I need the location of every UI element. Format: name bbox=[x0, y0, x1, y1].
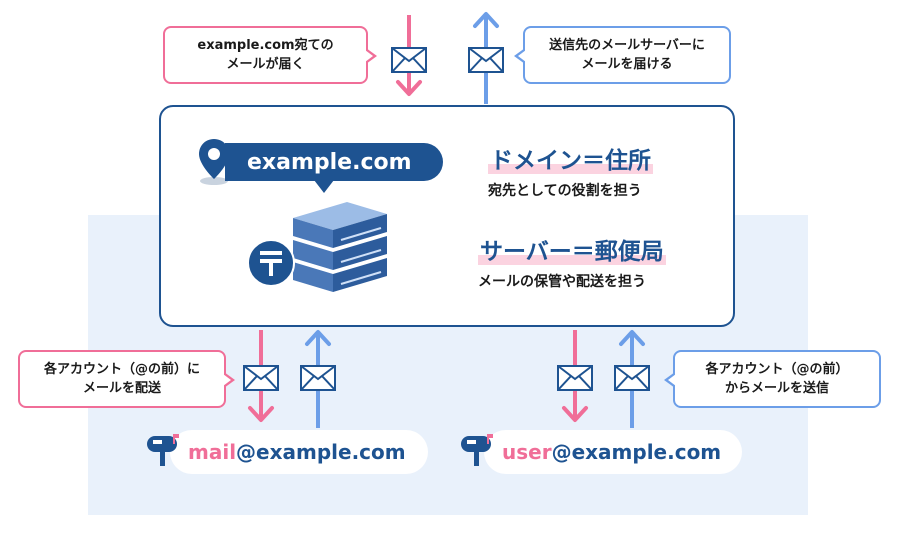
server-icon bbox=[293, 202, 387, 292]
bubble-incoming-mail: example.com宛ての メールが届く bbox=[163, 26, 377, 84]
bubble-deliver-accounts: 各アカウント（@の前）に メールを配送 bbox=[18, 350, 235, 408]
envelope-icon bbox=[557, 365, 593, 391]
address-user: user@example.com bbox=[484, 430, 742, 474]
address-mail: mail@example.com bbox=[170, 430, 428, 474]
bubble-line: 各アカウント（@の前） bbox=[705, 362, 849, 377]
domain-label: example.com bbox=[225, 143, 443, 181]
envelope-icon bbox=[300, 365, 336, 391]
envelope-icon bbox=[468, 47, 504, 73]
map-pin-icon bbox=[199, 139, 229, 185]
address-domain-part: @example.com bbox=[236, 440, 406, 464]
server-heading-text: サーバー＝郵便局 bbox=[478, 239, 666, 265]
domain-heading: ドメイン＝住所 bbox=[488, 141, 653, 175]
address-domain-part: @example.com bbox=[551, 440, 722, 464]
bubble-line: 送信先のメールサーバーに bbox=[549, 38, 705, 53]
bubble-send-accounts: 各アカウント（@の前） からメールを送信 bbox=[664, 350, 881, 408]
address-local-part: user bbox=[502, 440, 552, 464]
mailbox-icon bbox=[461, 434, 493, 466]
bubble-line: からメールを送信 bbox=[724, 381, 829, 396]
domain-pill-tail bbox=[314, 180, 334, 193]
domain-text: example.com bbox=[247, 149, 412, 175]
envelope-icon bbox=[391, 47, 427, 73]
server-description: メールの保管や配送を担う bbox=[478, 274, 646, 290]
bubble-line: メールを配送 bbox=[82, 381, 161, 396]
domain-description: 宛先としての役割を担う bbox=[488, 183, 642, 199]
postal-mark-icon bbox=[247, 239, 295, 287]
mail-server-box bbox=[159, 105, 735, 327]
envelope-icon bbox=[243, 365, 279, 391]
bubble-line: 各アカウント（@の前）に bbox=[43, 362, 200, 377]
mailbox-icon bbox=[147, 434, 179, 466]
address-local-part: mail bbox=[188, 440, 237, 464]
bubble-line: example.com宛ての bbox=[197, 38, 334, 53]
bubble-line: メールが届く bbox=[226, 57, 305, 72]
server-heading: サーバー＝郵便局 bbox=[478, 232, 666, 266]
domain-heading-text: ドメイン＝住所 bbox=[488, 148, 653, 174]
envelope-icon bbox=[614, 365, 650, 391]
bubble-outgoing-mail: 送信先のメールサーバーに メールを届ける bbox=[514, 26, 731, 84]
bubble-line: メールを届ける bbox=[581, 57, 673, 72]
